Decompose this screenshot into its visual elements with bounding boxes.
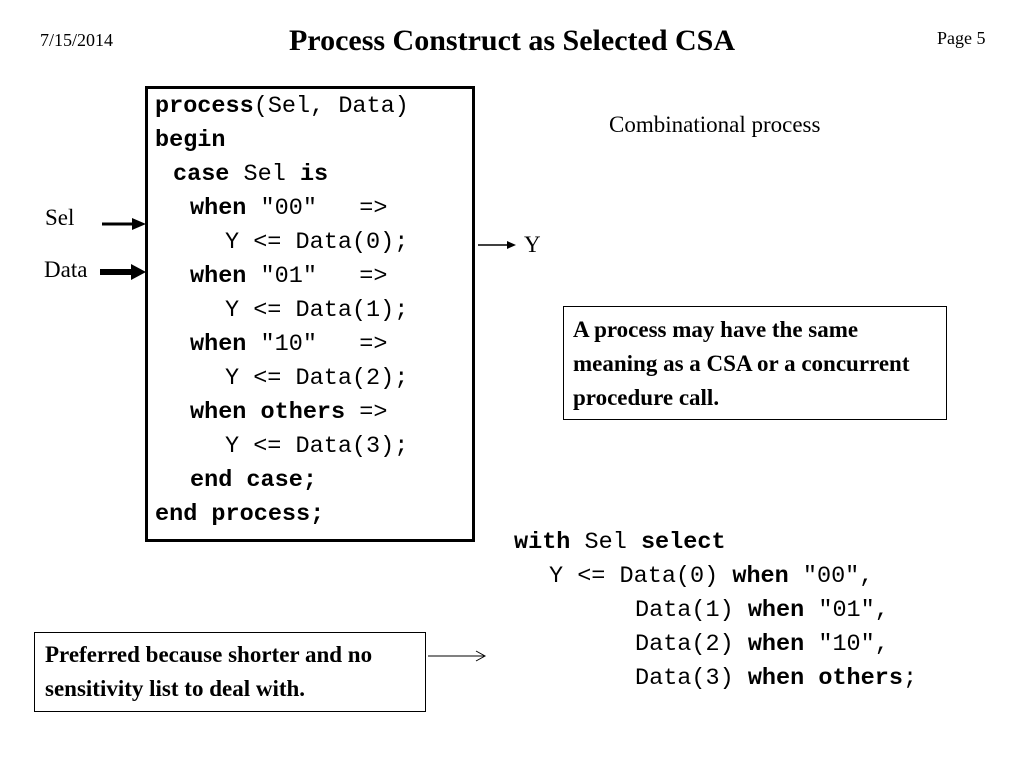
csa-code-line: Data(3) when others;: [635, 665, 918, 692]
process-code-line: Y <= Data(2);: [225, 365, 409, 392]
csa-code-line: Y <= Data(0) when "00",: [549, 563, 874, 590]
process-code-line: end process;: [155, 501, 325, 528]
slide-date: 7/15/2014: [40, 30, 114, 50]
slide-title: Process Construct as Selected CSA: [288, 24, 736, 57]
process-code-line: case Sel is: [173, 161, 329, 188]
process-code-line: when "10" =>: [190, 331, 388, 358]
process-code-line: when "01" =>: [190, 263, 388, 290]
process-code-line: end case;: [190, 467, 317, 494]
process-code-line: begin: [155, 127, 226, 154]
process-code-line: Y <= Data(1);: [225, 297, 409, 324]
note-box: [563, 306, 947, 420]
note-text: A process may have the same meaning as a…: [573, 317, 910, 410]
data-input-label: Data: [44, 257, 88, 282]
csa-code-line: Data(1) when "01",: [635, 597, 889, 624]
preferred-arrow-icon: [428, 650, 487, 662]
sel-arrow-icon: [102, 218, 146, 230]
combinational-process-label: Combinational process: [609, 112, 821, 137]
y-output-arrow-icon: [478, 241, 516, 249]
page-number: Page 5: [937, 28, 986, 48]
y-output-label: Y: [524, 232, 541, 257]
csa-code-line: Data(2) when "10",: [635, 631, 889, 658]
process-code-line: Y <= Data(0);: [225, 229, 409, 256]
process-code-line: when "00" =>: [190, 195, 388, 222]
process-code-line: process(Sel, Data): [155, 93, 409, 120]
preferred-text: Preferred because shorter and no sensiti…: [45, 642, 373, 701]
preferred-box: [34, 632, 426, 712]
sel-input-label: Sel: [45, 205, 75, 230]
csa-code-line: with Sel select: [514, 529, 726, 556]
process-code-line: when others =>: [190, 399, 388, 426]
process-code-box: [145, 86, 475, 542]
data-bus-arrow-icon: [100, 264, 146, 280]
process-code-line: Y <= Data(3);: [225, 433, 409, 460]
